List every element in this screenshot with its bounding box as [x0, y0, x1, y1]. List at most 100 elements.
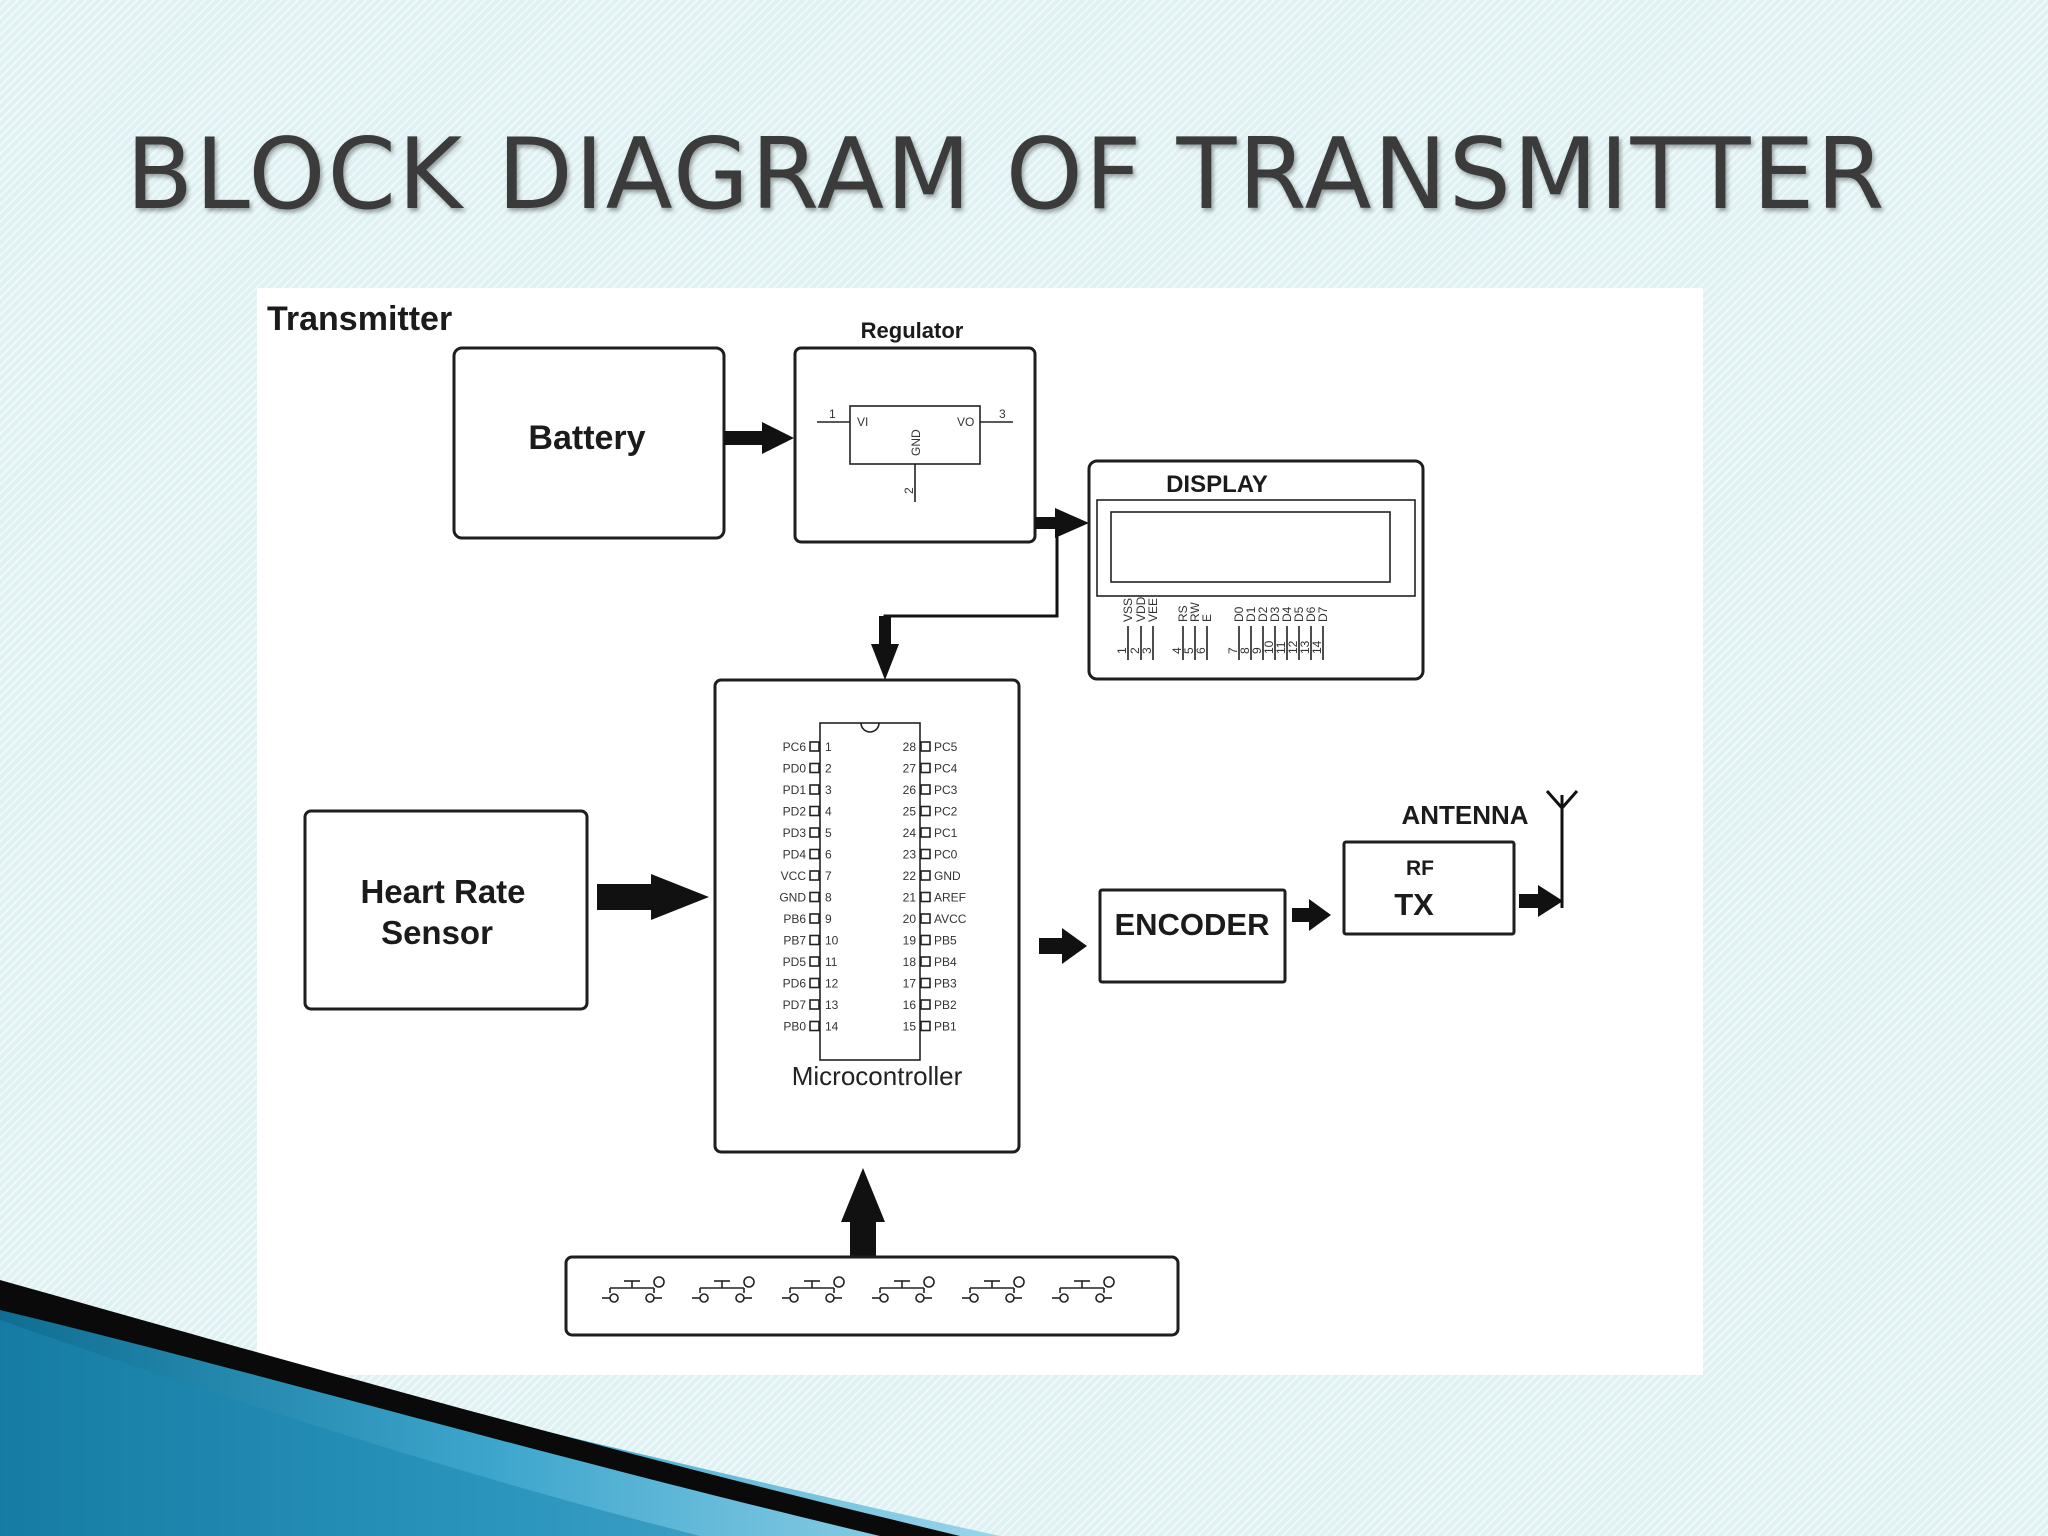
mcu-right-pin-number: 26	[903, 783, 917, 797]
lcd-pin-label: D6	[1304, 606, 1318, 622]
mcu-pin-pad	[920, 784, 931, 795]
mcu-left-pin-name: PD4	[783, 848, 807, 862]
battery-to-regulator-arrow	[724, 422, 794, 454]
battery-block: Battery	[452, 346, 726, 540]
mcu-right-pin-number: 28	[903, 740, 917, 754]
section-label-transmitter: Transmitter	[267, 300, 452, 338]
lcd-pin-number: 7	[1226, 647, 1240, 654]
mcu-right-pin-number: 15	[903, 1020, 917, 1034]
mcu-right-pin-name: GND	[934, 869, 961, 883]
mcu-right-pin-number: 19	[903, 934, 917, 948]
mcu-left-pin-number: 10	[825, 934, 839, 948]
mcu-left-pin-number: 3	[825, 783, 832, 797]
mcu-pin-pad	[809, 784, 820, 795]
regulator-block: Regulator VI VO GND 1 3 2	[793, 318, 1037, 544]
mcu-right-pin-name: PB4	[934, 955, 957, 969]
sensor-to-microcontroller-arrow	[597, 874, 709, 920]
lcd-pin-label: VDD	[1134, 596, 1148, 622]
mcu-left-pin-name: PD6	[783, 977, 807, 991]
rf-tx-block: RF TX	[1342, 840, 1516, 936]
heart-rate-sensor-label-line1: Heart Rate	[360, 873, 525, 910]
heart-rate-sensor-block: Heart Rate Sensor	[303, 809, 589, 1011]
lcd-pin-number: 8	[1238, 647, 1252, 654]
lcd-pin-label: D0	[1232, 606, 1246, 622]
lcd-pin-label: D5	[1292, 606, 1306, 622]
lcd-pin-number: 11	[1274, 641, 1288, 654]
mcu-left-pin-name: PB0	[783, 1020, 806, 1034]
mcu-left-pin-name: PD3	[783, 826, 807, 840]
buttons-to-microcontroller-arrow	[841, 1168, 885, 1262]
mcu-left-pin-number: 14	[825, 1020, 839, 1034]
lcd-pin-label: D4	[1280, 606, 1294, 622]
mcu-left-pin-number: 5	[825, 826, 832, 840]
mcu-pin-pad	[809, 934, 820, 946]
lcd-pin-label: D2	[1256, 606, 1270, 622]
push-button-switches	[602, 1276, 1115, 1303]
lcd-pin-number: 3	[1140, 647, 1154, 654]
mcu-pin-pad	[809, 741, 820, 752]
mcu-pin-pad	[809, 762, 820, 774]
lcd-display-block: DISPLAY VSS1VDD2VEE3RS4RW5E6D07D18D29D31…	[1087, 459, 1425, 681]
microcontroller-label: Microcontroller	[792, 1061, 963, 1091]
mcu-right-pin-number: 16	[903, 998, 917, 1012]
mcu-left-pin-name: PB7	[783, 934, 806, 948]
display-title: DISPLAY	[1166, 471, 1268, 498]
mcu-right-pin-name: PB2	[934, 998, 957, 1012]
mcu-right-pin-number: 24	[903, 826, 917, 840]
corner-swoosh-decoration	[0, 1280, 1000, 1536]
mcu-pin-pad	[920, 913, 931, 924]
regulator-title: Regulator	[861, 318, 964, 343]
mcu-pin-pad	[920, 827, 931, 838]
lcd-pin-number: 4	[1170, 647, 1184, 654]
battery-label: Battery	[528, 419, 645, 457]
mcu-pin-pad	[809, 827, 820, 838]
microcontroller-to-encoder-arrow	[1039, 928, 1087, 964]
regulator-pin-out: 3	[999, 407, 1006, 421]
lcd-pin-label: D7	[1316, 606, 1330, 622]
lcd-pin-number: 5	[1182, 647, 1196, 654]
lcd-pin-number: 6	[1194, 647, 1208, 654]
lcd-pin-number: 10	[1262, 640, 1276, 654]
mcu-pin-pad	[809, 956, 820, 967]
mcu-left-pin-number: 9	[825, 912, 832, 926]
mcu-right-pin-number: 21	[903, 891, 917, 905]
lcd-pin-label: RW	[1188, 602, 1202, 622]
mcu-pin-pad	[809, 891, 820, 903]
mcu-right-pin-number: 20	[903, 912, 917, 926]
mcu-pin-pad	[809, 848, 820, 860]
push-button-panel	[564, 1255, 1180, 1337]
mcu-right-pin-name: AVCC	[934, 912, 967, 926]
mcu-left-pin-name: PD1	[783, 783, 807, 797]
mcu-pin-pad	[920, 848, 931, 860]
lcd-pin-number: 1	[1115, 647, 1129, 654]
mcu-pin-pad	[920, 870, 931, 881]
regulator-to-microcontroller-arrow	[871, 523, 1059, 680]
rf-tx-to-antenna-arrow	[1519, 885, 1563, 917]
mcu-pin-pad	[809, 870, 820, 881]
regulator-to-display-arrow	[1035, 508, 1089, 538]
slide-title: BLOCK DIAGRAM OF TRANSMITTER	[126, 118, 1887, 232]
mcu-pin-pad	[920, 956, 931, 967]
mcu-right-pin-name: PB5	[934, 934, 957, 948]
lcd-pin-label: D3	[1268, 606, 1282, 622]
mcu-pin-pad	[920, 891, 931, 903]
antenna-label: ANTENNA	[1401, 800, 1528, 830]
mcu-left-pin-number: 11	[825, 955, 838, 969]
mcu-right-pin-number: 17	[903, 977, 917, 991]
lcd-pin-number: 2	[1128, 647, 1142, 654]
mcu-right-pin-name: PC4	[934, 762, 958, 776]
mcu-right-pin-number: 25	[903, 805, 917, 819]
mcu-left-pin-number: 12	[825, 977, 839, 991]
mcu-right-pin-name: PC0	[934, 848, 958, 862]
mcu-right-pin-name: PC1	[934, 826, 958, 840]
mcu-left-pin-name: PD5	[783, 955, 807, 969]
push-button-switch	[962, 1276, 1025, 1303]
encoder-label: ENCODER	[1114, 907, 1269, 942]
heart-rate-sensor-label-line2: Sensor	[381, 914, 493, 951]
mcu-right-pin-name: PC2	[934, 805, 958, 819]
push-button-switch	[1052, 1276, 1115, 1303]
regulator-vo-label: VO	[957, 415, 974, 429]
lcd-pin-label: VSS	[1121, 598, 1135, 622]
regulator-pin-in: 1	[829, 407, 836, 421]
